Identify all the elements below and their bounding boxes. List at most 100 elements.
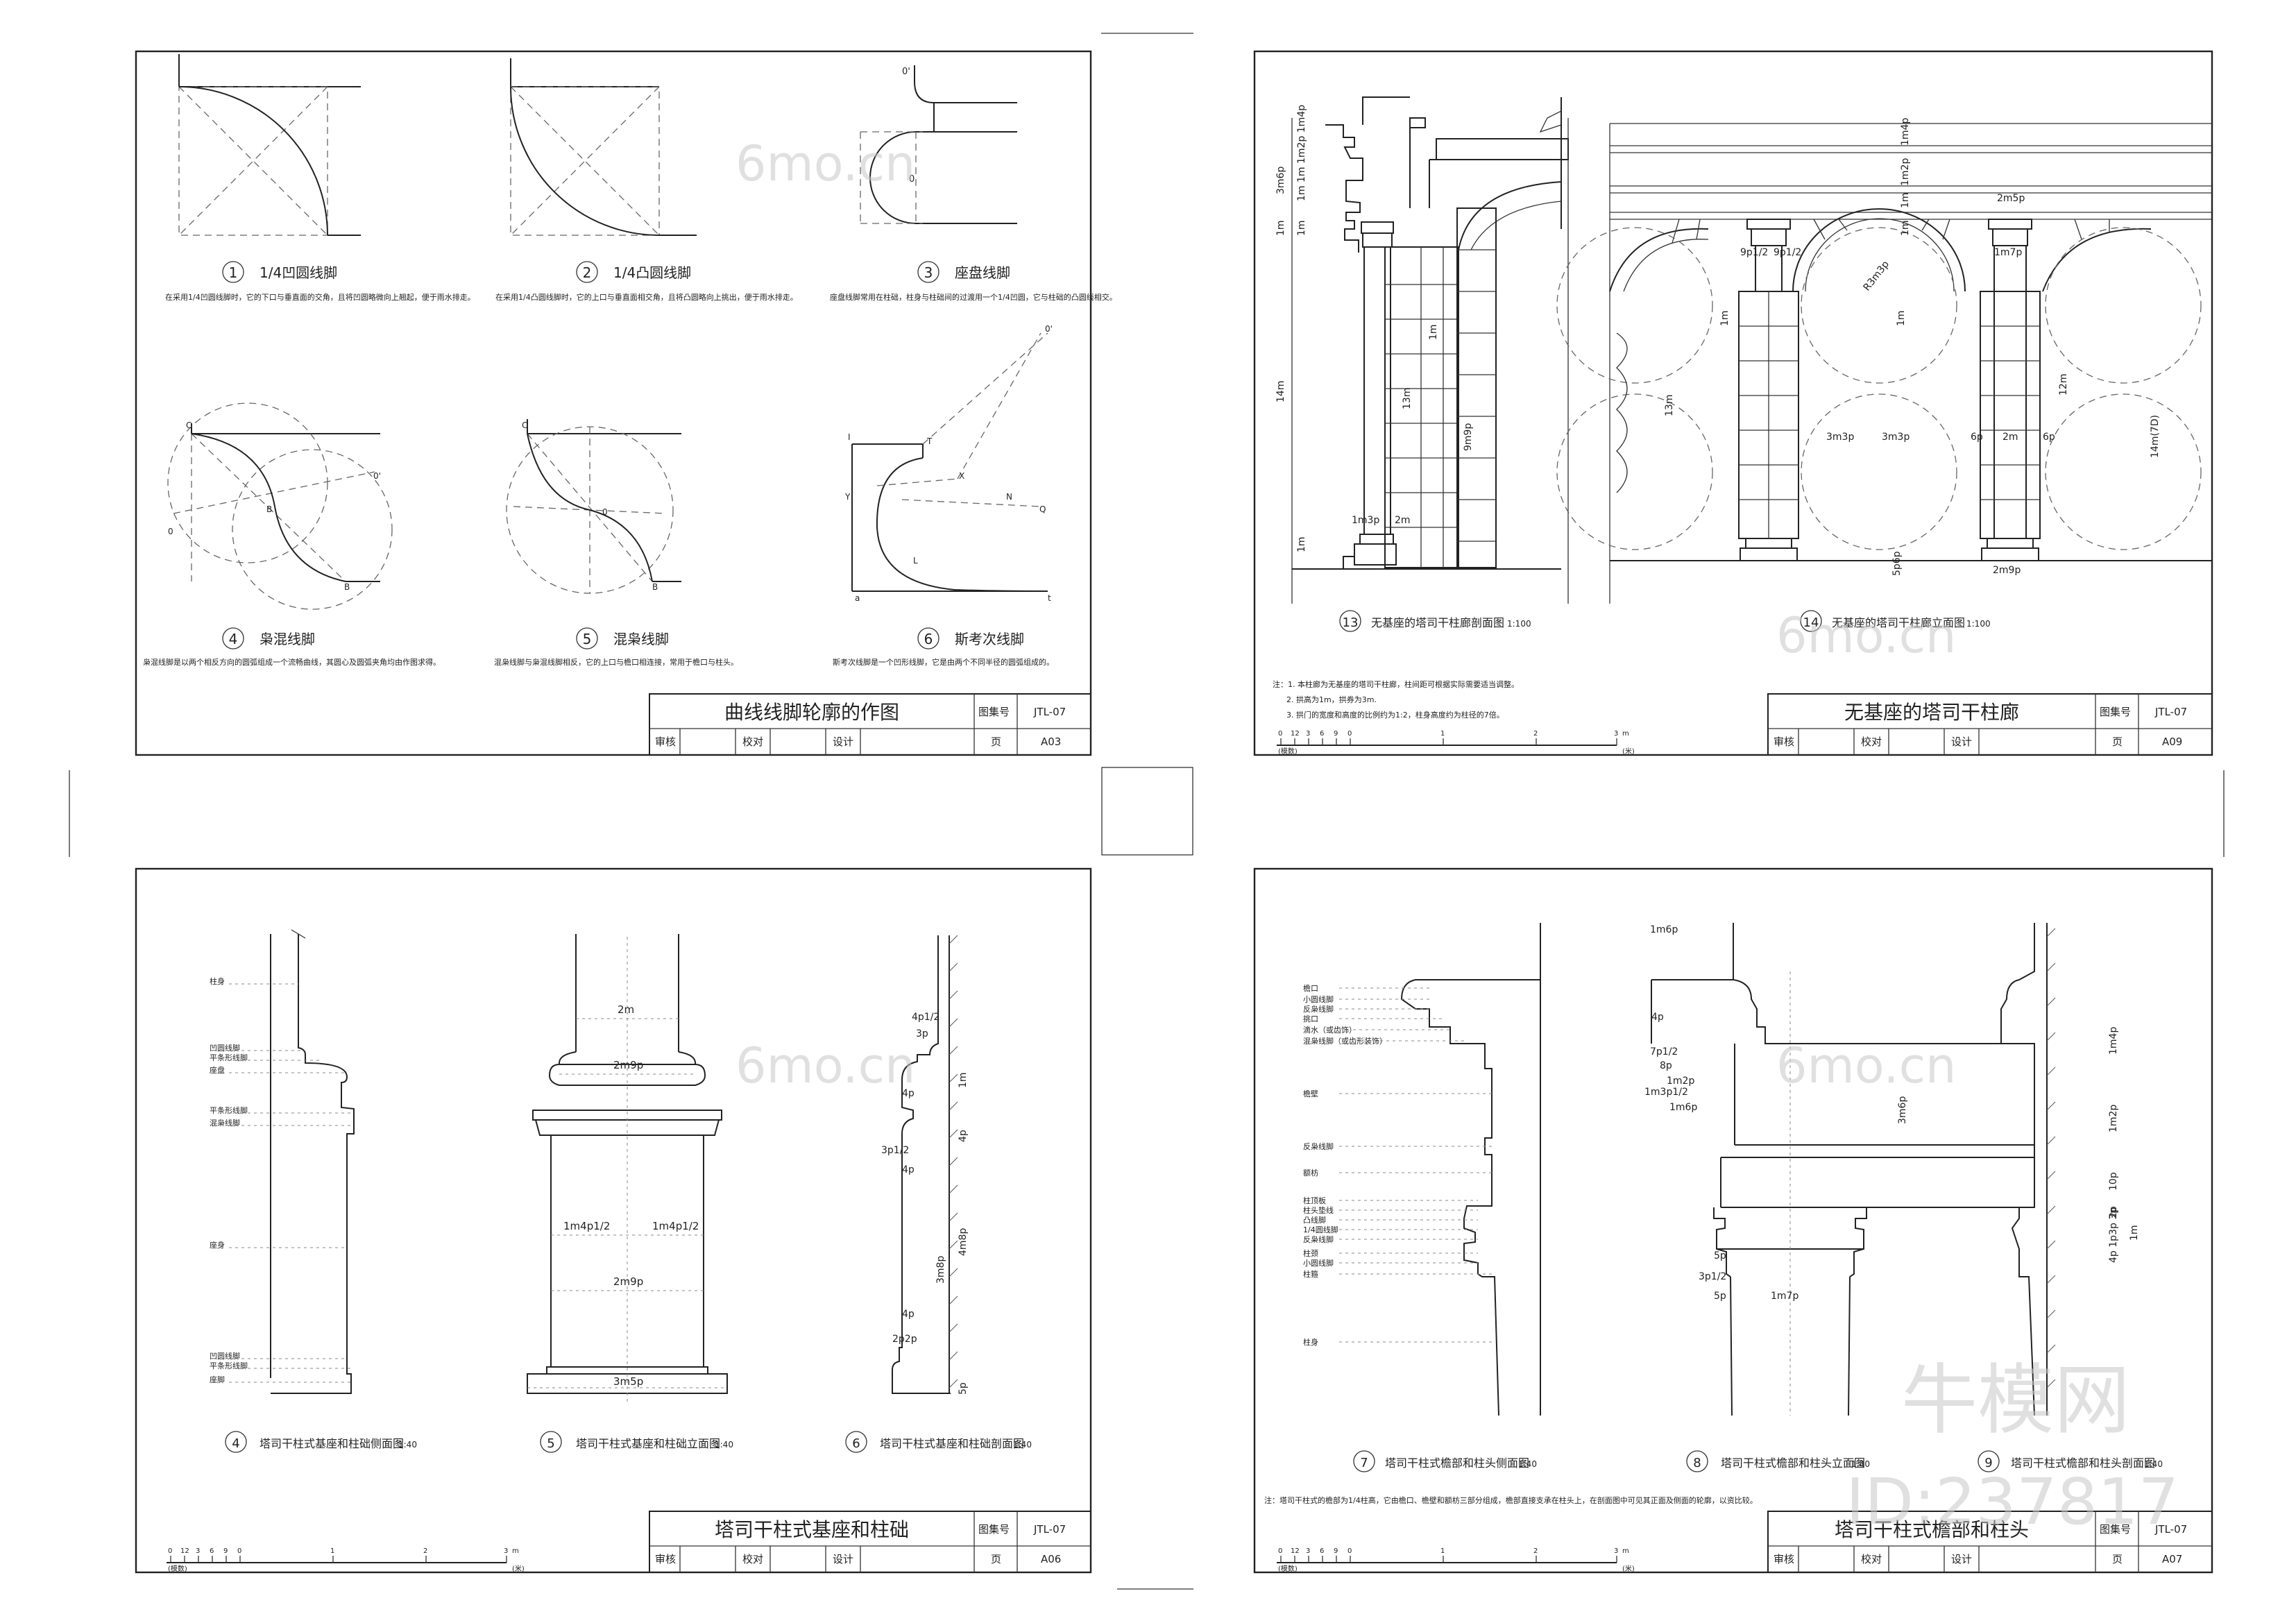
svg-text:1m2p: 1m2p [1667, 1076, 1694, 1087]
svg-text:柱头垫线: 柱头垫线 [1303, 1205, 1334, 1215]
svg-text:混枭线脚与枭混线脚相反，它的上口与檐口相连接，常用于檐口与柱: 混枭线脚与枭混线脚相反，它的上口与檐口相连接，常用于檐口与柱头。 [494, 657, 738, 667]
svg-text:7: 7 [1360, 1456, 1368, 1470]
svg-text:在采用1/4凸圆线脚时，它的上口与垂直面相交角，且将凸圆略向: 在采用1/4凸圆线脚时，它的上口与垂直面相交角，且将凸圆略向上挑出，便于雨水排走… [495, 292, 798, 302]
svg-text:B: B [266, 504, 272, 514]
svg-text:3: 3 [1614, 730, 1618, 738]
svg-text:9: 9 [223, 1547, 228, 1555]
svg-text:1m: 1m [1719, 310, 1730, 326]
svg-text:座盘: 座盘 [210, 1065, 225, 1075]
svg-text:6mo.cn: 6mo.cn [735, 135, 915, 192]
svg-text:设计: 设计 [1951, 1553, 1972, 1565]
fig-9-section: 9 塔司干柱式檐部和柱头剖面图 1:40 [1978, 923, 2163, 1472]
svg-text:图集号: 图集号 [978, 1523, 1010, 1536]
fig-6-section: 4p1/2 3p 1m 4p 4p 3p1/2 4p 4m8p 3m8p 4p … [845, 935, 1032, 1453]
svg-text:塔司干柱式基座和柱础侧面图: 塔司干柱式基座和柱础侧面图 [260, 1437, 404, 1450]
svg-text:塔司干柱式基座和柱础立面图: 塔司干柱式基座和柱础立面图 [576, 1437, 720, 1450]
svg-text:座脚: 座脚 [210, 1375, 225, 1384]
svg-text:3m8p: 3m8p [935, 1256, 946, 1284]
svg-text:设计: 设计 [833, 1553, 853, 1565]
fig-1-quarter-concave [178, 54, 361, 236]
svg-text:图集号: 图集号 [2100, 1523, 2131, 1536]
svg-text:1:100: 1:100 [1966, 619, 1991, 629]
svg-text:1m: 1m [1296, 220, 1307, 236]
panel-a09: 3m6p 1m 1m 1m2p 1m4p 1m 1m 14m 13m 9m9p … [1253, 50, 2213, 756]
svg-text:a: a [855, 593, 860, 603]
svg-text:12: 12 [1291, 730, 1300, 738]
svg-text:2m: 2m [1395, 515, 1411, 526]
svg-text:0: 0 [602, 507, 608, 517]
svg-text:5p: 5p [958, 1382, 969, 1395]
svg-text:4m8p: 4m8p [958, 1228, 969, 1256]
svg-text:12: 12 [1291, 1547, 1300, 1555]
panel-a03: 1 1/4凹圆线脚 在采用1/4凹圆线脚时，它的下口与垂直面的交角，且将凹圆略微… [135, 50, 1117, 756]
svg-text:小圆线脚: 小圆线脚 [1303, 1258, 1334, 1268]
svg-text:4p: 4p [958, 1130, 969, 1142]
svg-text:13m: 13m [1664, 395, 1675, 416]
svg-text:L: L [913, 556, 918, 566]
svg-text:9p1/2: 9p1/2 [1774, 247, 1801, 258]
svg-text:2: 2 [583, 264, 592, 281]
svg-text:枭混线脚: 枭混线脚 [260, 631, 315, 647]
fig-1-caption: 1 1/4凹圆线脚 在采用1/4凹圆线脚时，它的下口与垂直面的交角，且将凹圆略微… [165, 261, 475, 302]
svg-text:2m9p: 2m9p [613, 1275, 643, 1288]
svg-text:9: 9 [1984, 1456, 1992, 1470]
svg-text:3m3p: 3m3p [1826, 432, 1854, 443]
svg-text:3: 3 [924, 264, 933, 281]
svg-text:混枭线脚: 混枭线脚 [613, 631, 669, 647]
svg-text:4p: 4p [902, 1164, 915, 1175]
svg-text:额枋: 额枋 [1303, 1168, 1318, 1178]
svg-text:m: m [1622, 730, 1629, 738]
svg-text:3: 3 [1306, 730, 1310, 738]
svg-text:1m4p: 1m4p [2108, 1027, 2119, 1055]
svg-text:0': 0' [902, 67, 910, 77]
svg-text:塔司干柱式基座和柱础剖面图: 塔司干柱式基座和柱础剖面图 [880, 1437, 1024, 1450]
svg-text:反枭线脚: 反枭线脚 [1303, 1141, 1334, 1151]
svg-text:凹圆线脚: 凹圆线脚 [210, 1351, 240, 1361]
svg-text:0: 0 [1347, 1547, 1352, 1555]
fig-4-side: 柱身 凹圆线脚 平条形线脚 座盘 平条形线脚 混枭线脚 座身 凹圆线脚 平条形线… [210, 929, 417, 1453]
svg-text:1m: 1m [1900, 192, 1911, 208]
svg-text:小圆线脚: 小圆线脚 [1303, 994, 1334, 1004]
svg-text:14m(7D): 14m(7D) [2150, 415, 2161, 458]
svg-text:X: X [959, 471, 964, 481]
svg-text:14: 14 [1803, 615, 1819, 630]
svg-text:柱身: 柱身 [1303, 1337, 1318, 1347]
svg-text:1:40: 1:40 [1851, 1459, 1870, 1469]
svg-text:JTL-07: JTL-07 [2154, 706, 2187, 718]
svg-text:(模数): (模数) [1278, 747, 1298, 756]
svg-text:4p1/2: 4p1/2 [912, 1012, 939, 1023]
svg-text:2m: 2m [2002, 432, 2018, 443]
svg-text:1m: 1m [1428, 324, 1439, 340]
svg-text:凹圆线脚: 凹圆线脚 [210, 1043, 240, 1053]
svg-text:4p 1p3p 3p: 4p 1p3p 3p [2108, 1207, 2119, 1263]
svg-text:14m: 14m [1275, 381, 1286, 402]
svg-text:2. 拱高为1m，拱券为3m.: 2. 拱高为1m，拱券为3m. [1286, 695, 1377, 704]
fig-3-caption: 3 座盘线脚 座盘线脚常用在柱础，柱身与柱础间的过渡用一个1/4凹圆，它与柱础的… [830, 261, 1117, 302]
svg-text:柱颈: 柱颈 [1303, 1248, 1318, 1258]
svg-text:图集号: 图集号 [2100, 706, 2131, 718]
svg-text:平条形线脚: 平条形线脚 [210, 1361, 248, 1370]
svg-text:平条形线脚: 平条形线脚 [210, 1053, 248, 1062]
svg-text:1m4p: 1m4p [1900, 118, 1911, 146]
svg-text:校对: 校对 [1861, 1553, 1882, 1565]
fig-5-front: 2m 2m9p 1m4p1/2 1m4p1/2 2m9p 3m5p 5 塔司干柱… [527, 934, 733, 1453]
svg-text:5p6p: 5p6p [1891, 551, 1903, 576]
svg-text:柱箍: 柱箍 [1303, 1269, 1318, 1279]
svg-text:1: 1 [1440, 730, 1445, 738]
fig-3-torus: 0' 0 [860, 65, 1017, 224]
svg-text:2p: 2p [2108, 1206, 2119, 1218]
svg-text:1m7p: 1m7p [1771, 1291, 1798, 1302]
svg-text:审核: 审核 [1774, 736, 1794, 748]
svg-text:T: T [926, 436, 933, 446]
fig-5-caption: 5 混枭线脚 混枭线脚与枭混线脚相反，它的上口与檐口相连接，常用于檐口与柱头。 [494, 627, 738, 667]
svg-text:柱顶板: 柱顶板 [1303, 1196, 1326, 1205]
svg-text:9: 9 [1334, 730, 1338, 738]
svg-text:0': 0' [1045, 324, 1053, 334]
svg-text:(米): (米) [1622, 747, 1635, 756]
svg-text:1:40: 1:40 [398, 1440, 417, 1450]
svg-text:滴水（或齿饰）: 滴水（或齿饰） [1303, 1025, 1357, 1035]
fig-8-front: 1m6p 4p 7p1/2 8p 1m2p 1m3p1/2 1m6p 3m6p … [1644, 923, 2140, 1472]
svg-text:注：1. 本柱廊为无基座的塔司干柱廊，柱间距可根据实际需要适: 注：1. 本柱廊为无基座的塔司干柱廊，柱间距可根据实际需要适当调整。 [1273, 679, 1519, 689]
svg-text:斯考次线脚是一个凹形线脚，它是由两个不同半径的圆弧组成的。: 斯考次线脚是一个凹形线脚，它是由两个不同半径的圆弧组成的。 [833, 657, 1054, 667]
